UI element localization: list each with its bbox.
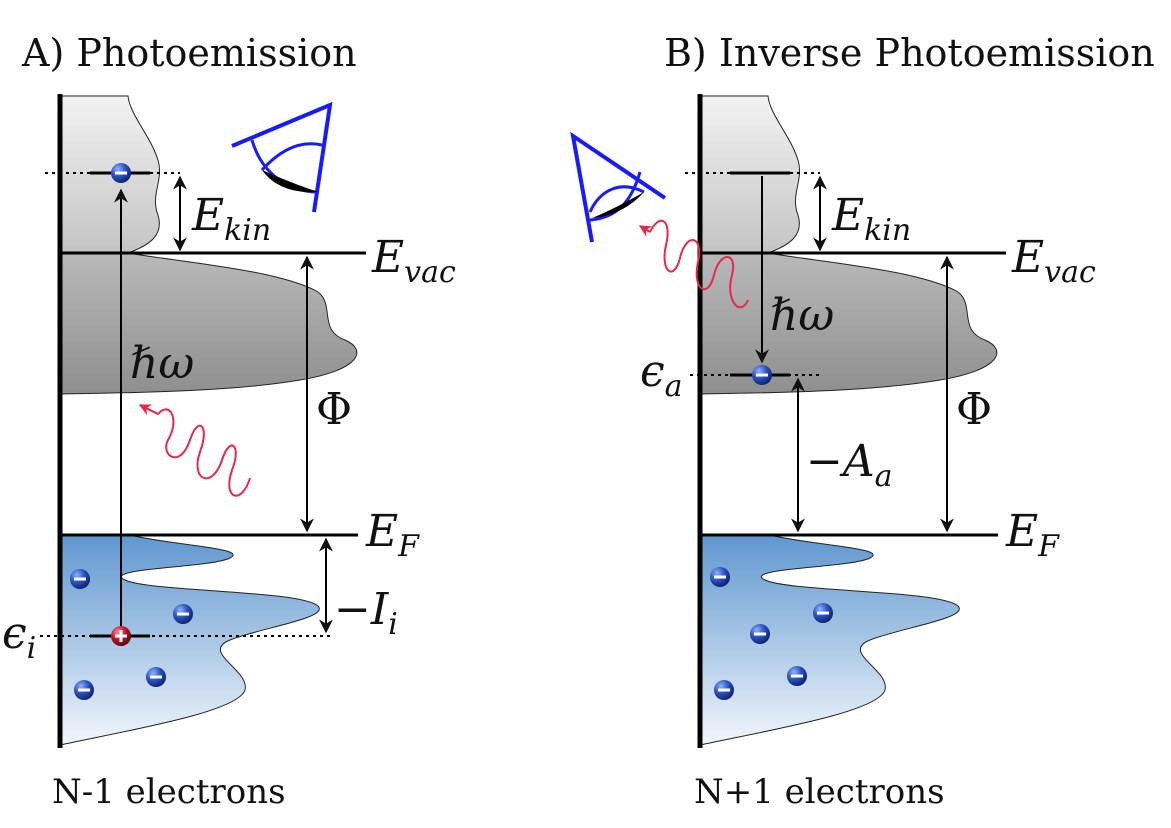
panel-b-ef-label: EF — [1005, 506, 1060, 564]
panel-b-photon-arrowhead — [638, 225, 653, 237]
panel-a-ef-label: EF — [365, 506, 420, 564]
panel-a-hole — [111, 626, 131, 646]
panel-a-eye-icon — [231, 101, 333, 213]
panel-b: B) Inverse Photoemission — [570, 31, 1155, 812]
panel-a-title: A) Photoemission — [21, 31, 357, 75]
panel-b-electron — [787, 666, 807, 686]
panel-a: A) Photoemission — [2, 31, 456, 812]
panel-b-occupied-band — [699, 534, 960, 746]
panel-b-electron — [750, 624, 770, 644]
panel-a-hbar-omega-label: ℏω — [130, 338, 194, 389]
panel-a-electron — [74, 680, 94, 700]
panel-a-ekin-label: Ekin — [191, 190, 271, 248]
panel-b-hbar-omega-label: ℏω — [770, 290, 834, 341]
panel-b-affinity-label: −Aa — [806, 436, 893, 494]
panel-b-middle-band — [699, 252, 998, 395]
panel-a-electron — [173, 604, 193, 624]
panel-b-electron — [813, 603, 833, 623]
panel-a-electron — [146, 667, 166, 687]
panel-b-epsilon-label: ϵa — [640, 346, 683, 404]
panel-a-phi-label: Φ — [316, 384, 352, 435]
panel-b-ekin-label: Ekin — [831, 190, 911, 248]
panel-a-ionization-label: −Ii — [334, 584, 398, 642]
panel-a-occupied-band — [59, 534, 320, 746]
panel-b-footer: N+1 electrons — [694, 772, 945, 812]
panel-b-eye-icon — [570, 131, 667, 243]
panel-b-electron — [710, 567, 730, 587]
panel-a-electron — [70, 569, 90, 589]
panel-a-footer: N-1 electrons — [52, 772, 286, 812]
panel-a-epsilon-label: ϵi — [2, 608, 36, 666]
panel-b-phi-label: Φ — [956, 384, 992, 435]
panel-b-captured-electron — [752, 365, 772, 385]
panel-a-evac-label: Evac — [371, 232, 456, 290]
panel-a-photon-wave — [139, 404, 251, 497]
panel-a-middle-band — [59, 252, 358, 395]
panel-a-photon-arrowhead — [138, 404, 159, 416]
panel-b-evac-label: Evac — [1011, 232, 1096, 290]
panel-b-electron — [714, 680, 734, 700]
panel-b-title: B) Inverse Photoemission — [664, 31, 1155, 75]
panel-b-photon-wave — [649, 219, 749, 309]
panel-a-emitted-electron — [111, 163, 131, 183]
